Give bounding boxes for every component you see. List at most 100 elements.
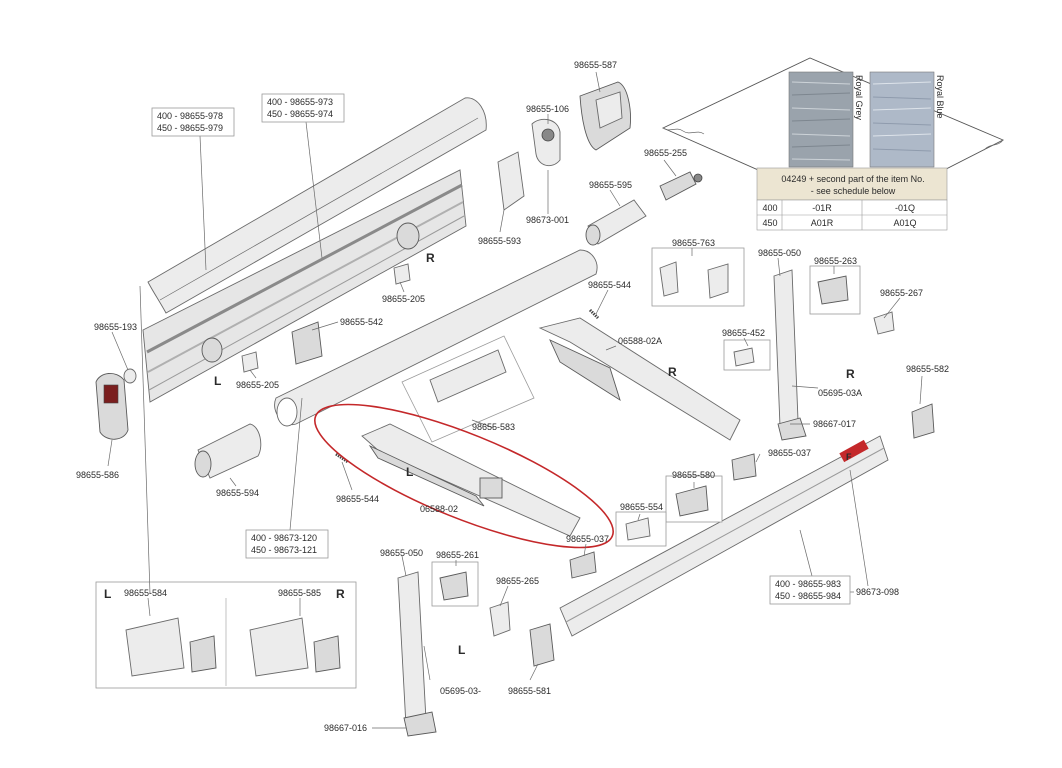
swatch-blue-label: Royal Blue xyxy=(935,75,945,119)
leg-right-03A xyxy=(773,269,807,441)
label-rail-450: 450 - 98655-974 xyxy=(267,109,333,119)
fabric-swatch-royal-grey xyxy=(788,71,854,168)
side-letter-r-leg: R xyxy=(846,367,855,381)
label-016: 98667-016 xyxy=(324,723,367,733)
label-box-rail xyxy=(261,93,345,123)
label-box-top-cover xyxy=(151,107,235,137)
label-544-upper: 98655-544 xyxy=(588,280,631,290)
label-017: 98667-017 xyxy=(813,419,856,429)
label-583: 98655-583 xyxy=(472,422,515,432)
label-098: 98673-098 xyxy=(856,587,899,597)
label-595: 98655-595 xyxy=(589,180,632,190)
side-letter-l-leg: L xyxy=(458,643,465,657)
side-letter-r-top: R xyxy=(426,251,435,265)
label-593: 98655-593 xyxy=(478,236,521,246)
clip-205-lower xyxy=(241,351,259,373)
parts-box-763 xyxy=(651,247,745,307)
clip-205-upper xyxy=(393,263,411,285)
label-267: 98655-267 xyxy=(880,288,923,298)
swatch-grey-label: Royal Grey xyxy=(854,75,864,121)
fabric-note-line2: - see schedule below xyxy=(811,186,896,196)
side-letter-l-arm: L xyxy=(406,465,413,479)
bracket-267 xyxy=(873,311,895,335)
label-box-front xyxy=(769,575,851,605)
fabric-row-400-size: 400 xyxy=(762,203,777,213)
label-top-cover-400: 400 - 98655-978 xyxy=(157,111,223,121)
bracket-542 xyxy=(291,321,323,365)
label-586: 98655-586 xyxy=(76,470,119,480)
parts-box-583 xyxy=(401,335,535,443)
fabric-note-line1: 04249 + second part of the item No. xyxy=(781,174,924,184)
label-roller-450: 450 - 98673-121 xyxy=(251,545,317,555)
label-roller-400: 400 - 98673-120 xyxy=(251,533,317,543)
label-001: 98673-001 xyxy=(526,215,569,225)
parts-box-452 xyxy=(723,339,771,371)
label-554: 98655-554 xyxy=(620,502,663,512)
label-193: 98655-193 xyxy=(94,322,137,332)
label-02A: 06588-02A xyxy=(618,336,662,346)
label-037-upper: 98655-037 xyxy=(768,448,811,458)
label-rail-400: 400 - 98655-973 xyxy=(267,97,333,107)
bracket-037-upper xyxy=(731,453,757,481)
label-box-roller xyxy=(245,529,329,559)
parts-box-263 xyxy=(809,265,861,315)
label-050-lower: 98655-050 xyxy=(380,548,423,558)
bracket-265 xyxy=(489,601,511,637)
label-263: 98655-263 xyxy=(814,256,857,266)
end-kit-box xyxy=(95,581,357,689)
label-582: 98655-582 xyxy=(906,364,949,374)
end-cap-left xyxy=(95,373,129,440)
bracket-581 xyxy=(529,623,555,667)
top-cover xyxy=(147,97,487,314)
roller-tube xyxy=(274,249,598,427)
label-581: 98655-581 xyxy=(508,686,551,696)
side-letter-r-arm: R xyxy=(668,365,677,379)
label-584: 98655-584 xyxy=(124,588,167,598)
shaft-255 xyxy=(659,171,703,201)
fabric-swatch-royal-blue xyxy=(869,71,935,168)
label-544-lower: 98655-544 xyxy=(336,494,379,504)
label-587: 98655-587 xyxy=(574,60,617,70)
label-front-450: 450 - 98655-984 xyxy=(775,591,841,601)
label-265: 98655-265 xyxy=(496,576,539,586)
fabric-row-450-grey: A01R xyxy=(811,218,834,228)
label-106: 98655-106 xyxy=(526,104,569,114)
leader-lines xyxy=(107,71,923,729)
label-02: 06588-02 xyxy=(420,504,458,514)
gear-106 xyxy=(531,118,561,167)
fabric-row-400-grey: -01R xyxy=(812,203,832,213)
arm-left-02 xyxy=(361,423,581,537)
label-594: 98655-594 xyxy=(216,488,259,498)
fabric-row-450-blue: A01Q xyxy=(893,218,916,228)
parts-box-261 xyxy=(431,561,479,607)
parts-box-554 xyxy=(615,511,667,547)
bolt-193 xyxy=(123,368,137,384)
arm-right-02A xyxy=(538,317,741,441)
label-261: 98655-261 xyxy=(436,550,479,560)
label-03: 05695-03- xyxy=(440,686,481,696)
label-050-upper: 98655-050 xyxy=(758,248,801,258)
label-585: 98655-585 xyxy=(278,588,321,598)
bracket-593 xyxy=(497,151,525,211)
fabric-row-450-size: 450 xyxy=(762,218,777,228)
label-452: 98655-452 xyxy=(722,328,765,338)
label-580: 98655-580 xyxy=(672,470,715,480)
fabric-row-400-blue: -01Q xyxy=(895,203,915,213)
front-bar xyxy=(559,435,889,637)
label-top-cover-450: 450 - 98655-979 xyxy=(157,123,223,133)
side-letter-box-l: L xyxy=(104,587,111,601)
spring-544-right xyxy=(588,308,600,320)
side-letter-box-r: R xyxy=(336,587,345,601)
label-205-upper: 98655-205 xyxy=(382,294,425,304)
label-03A: 05695-03A xyxy=(818,388,862,398)
fabric-order-table xyxy=(756,167,948,231)
label-255: 98655-255 xyxy=(644,148,687,158)
side-letter-l-mid: L xyxy=(214,374,221,388)
label-205-lower: 98655-205 xyxy=(236,380,279,390)
label-763: 98655-763 xyxy=(672,238,715,248)
motor-587 xyxy=(579,81,631,151)
label-front-400: 400 - 98655-983 xyxy=(775,579,841,589)
label-037-lower: 98655-037 xyxy=(566,534,609,544)
cassette-rail xyxy=(142,169,467,403)
